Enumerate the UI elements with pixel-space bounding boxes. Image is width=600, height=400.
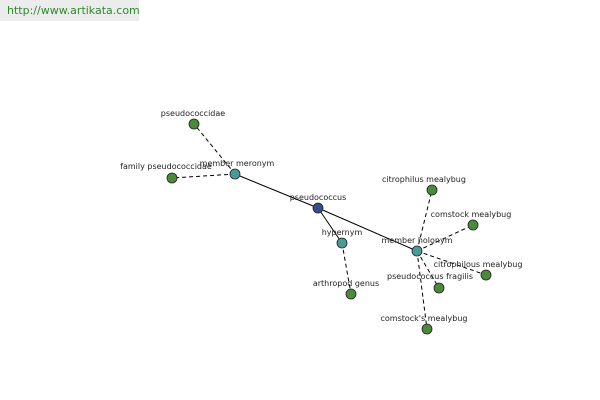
labels: pseudococcus member meronym hypernym mem…	[120, 109, 522, 323]
nodes	[166, 118, 492, 335]
node-comstocks-mealybug[interactable]	[421, 323, 433, 335]
node-member-meronym[interactable]	[229, 168, 241, 180]
label-family-pseudococcidae: family pseudococcidae	[120, 162, 212, 171]
label-citrophilus-mealybug: citrophilus mealybug	[382, 175, 466, 184]
label-arthropod-genus: arthropod genus	[313, 279, 379, 288]
edge-holonym-citrophilous	[416, 250, 487, 276]
edge-holonym-fragilis	[416, 250, 440, 289]
edge-holonym-comstock	[416, 224, 474, 252]
node-pseudococcus[interactable]	[312, 202, 324, 214]
site-url-link[interactable]: http://www.artikata.com	[7, 4, 140, 17]
edge-meronym-family-pseudococcidae	[171, 173, 236, 179]
edge-center-meronym	[234, 173, 319, 209]
label-hypernym: hypernym	[322, 228, 363, 237]
edge-center-holonym	[317, 207, 418, 252]
label-comstock-mealybug: comstock mealybug	[431, 210, 512, 219]
edges	[171, 123, 487, 330]
node-citrophilus-mealybug[interactable]	[426, 184, 438, 196]
label-pseudococcidae: pseudococcidae	[161, 109, 226, 118]
edge-holonym-citrophilus	[416, 189, 433, 252]
node-pseudococcus-fragilis[interactable]	[433, 282, 445, 294]
url-banner: http://www.artikata.com	[0, 0, 140, 21]
node-citrophilous-mealybug[interactable]	[480, 269, 492, 281]
label-pseudococcus-fragilis: pseudococcus fragilis	[387, 272, 473, 281]
node-arthropod-genus[interactable]	[345, 288, 357, 300]
edge-center-hypernym	[317, 207, 343, 244]
node-pseudococcidae[interactable]	[188, 118, 200, 130]
node-family-pseudococcidae[interactable]	[166, 172, 178, 184]
label-citrophilous-mealybug: citrophilous mealybug	[434, 260, 523, 269]
node-hypernym[interactable]	[336, 237, 348, 249]
edge-hypernym-arthropod-genus	[341, 242, 352, 295]
label-pseudococcus: pseudococcus	[290, 193, 347, 202]
label-comstocks-mealybug: comstock's mealybug	[380, 314, 467, 323]
edge-holonym-comstocks	[416, 250, 428, 330]
node-comstock-mealybug[interactable]	[467, 219, 479, 231]
edge-meronym-pseudococcidae	[193, 123, 236, 175]
label-member-meronym: member meronym	[200, 159, 275, 168]
label-member-holonym: member holonym	[381, 236, 452, 245]
node-member-holonym[interactable]	[411, 245, 423, 257]
